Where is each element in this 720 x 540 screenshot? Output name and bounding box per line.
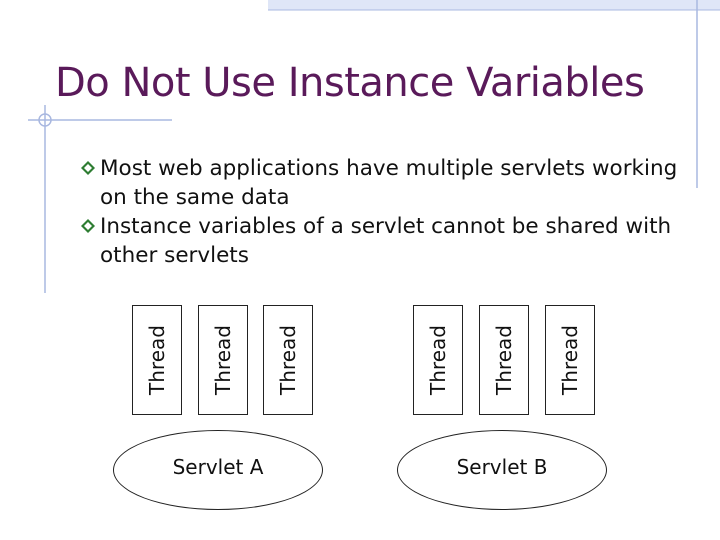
thread-box: Thread	[263, 305, 313, 415]
top-band	[268, 0, 720, 10]
thread-box: Thread	[132, 305, 182, 415]
servlet-a-ellipse: Servlet A	[113, 430, 323, 510]
servlet-b-label: Servlet B	[456, 455, 548, 479]
thread-label: Thread	[145, 325, 169, 395]
bullet-item: Most web applications have multiple serv…	[78, 154, 678, 212]
crosshair-icon	[38, 113, 52, 127]
thread-label: Thread	[492, 325, 516, 395]
bullet-text: Instance variables of a servlet cannot b…	[100, 214, 672, 268]
bullet-item: Instance variables of a servlet cannot b…	[78, 212, 678, 270]
thread-label: Thread	[276, 325, 300, 395]
thread-label: Thread	[426, 325, 450, 395]
thread-label: Thread	[211, 325, 235, 395]
bullet-text: Most web applications have multiple serv…	[100, 156, 678, 210]
thread-box: Thread	[413, 305, 463, 415]
thread-box: Thread	[198, 305, 248, 415]
diamond-bullet-icon	[81, 161, 95, 175]
page-title: Do Not Use Instance Variables	[55, 60, 645, 106]
thread-label: Thread	[558, 325, 582, 395]
servlet-b-ellipse: Servlet B	[397, 430, 607, 510]
servlet-a-label: Servlet A	[172, 455, 264, 479]
diamond-bullet-icon	[81, 219, 95, 233]
bullet-list: Most web applications have multiple serv…	[78, 154, 678, 270]
thread-box: Thread	[479, 305, 529, 415]
thread-box: Thread	[545, 305, 595, 415]
